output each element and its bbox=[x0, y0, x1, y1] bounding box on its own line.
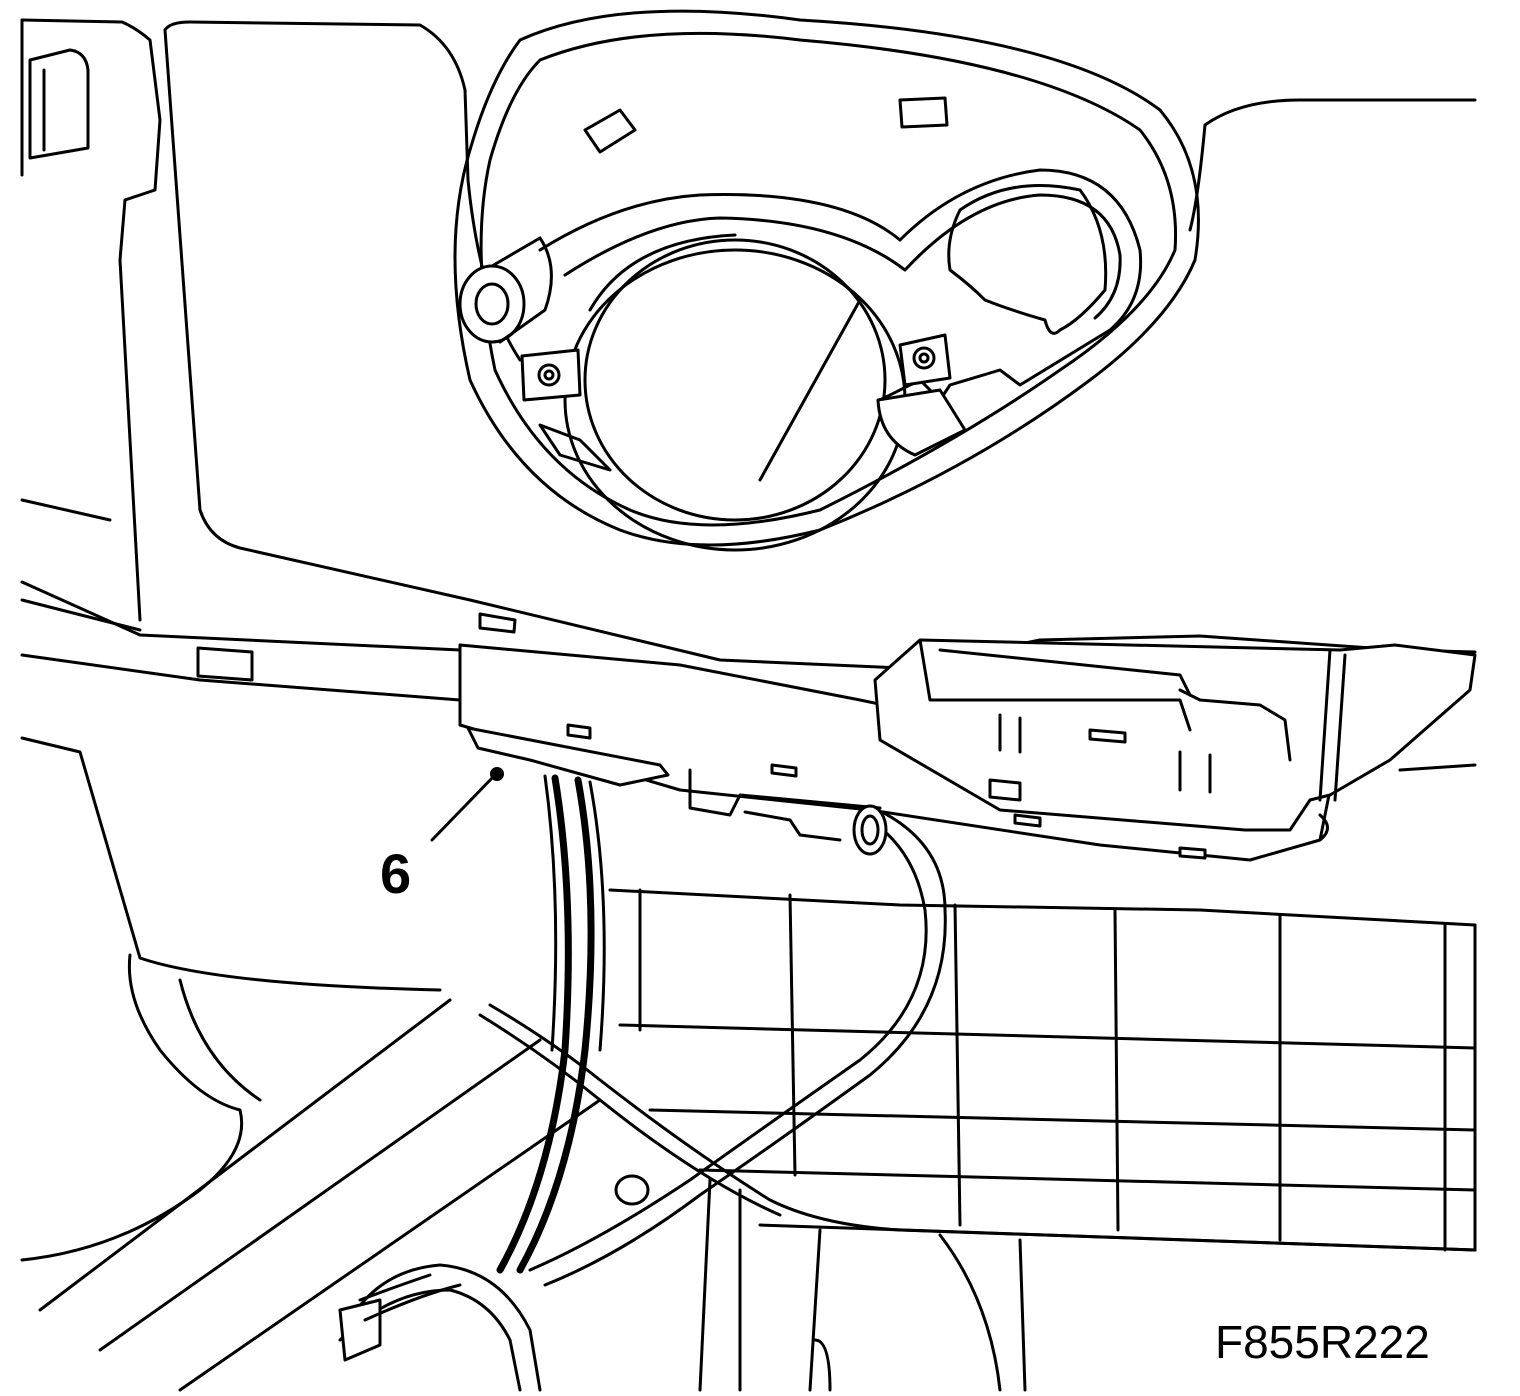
cable-harness bbox=[338, 774, 947, 1392]
callout-label: 6 bbox=[380, 842, 411, 905]
dashboard-panel bbox=[20, 20, 1477, 992]
callout-6: 6 bbox=[380, 767, 504, 905]
left-trim-panel bbox=[20, 18, 162, 622]
leader-line bbox=[430, 773, 497, 842]
connector-module bbox=[458, 612, 1477, 862]
gauge-housing bbox=[453, 9, 1200, 552]
figure-code: F855R222 bbox=[1215, 1316, 1430, 1368]
leader-dot bbox=[490, 767, 504, 781]
